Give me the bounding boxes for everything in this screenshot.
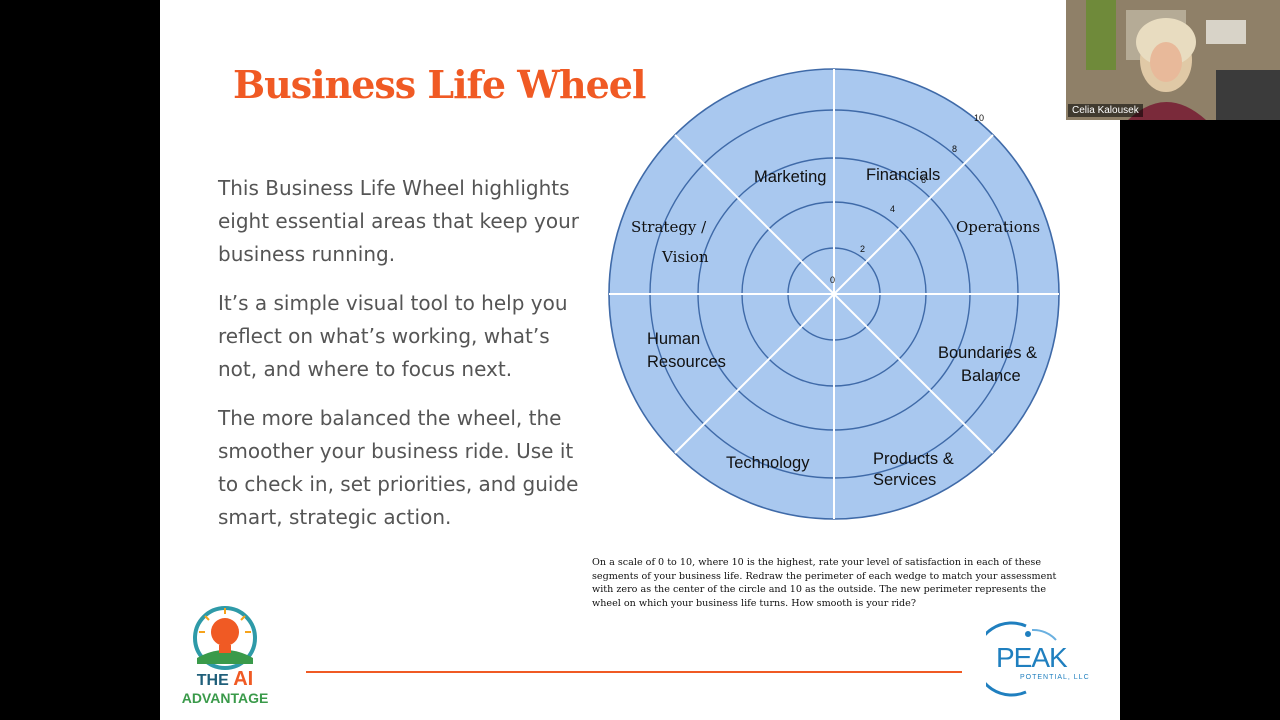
peak-logo-text: PEAK bbox=[996, 642, 1068, 673]
segment-label-boundaries-1: Boundaries & bbox=[938, 344, 1037, 362]
ai-advantage-logo: THE AI ADVANTAGE bbox=[175, 602, 275, 712]
scale-label-4: 4 bbox=[890, 204, 895, 214]
ai-logo-advantage-text: ADVANTAGE bbox=[181, 690, 269, 706]
participant-name-label: Celia Kalousek bbox=[1068, 104, 1143, 117]
segment-label-products-1: Products & bbox=[873, 450, 954, 468]
balance-paragraph: The more balanced the wheel, the smoothe… bbox=[218, 406, 579, 529]
divider-diagonal-2 bbox=[674, 134, 994, 454]
segment-label-strategy-1: Strategy / bbox=[631, 218, 707, 236]
segment-label-strategy-2: Vision bbox=[661, 248, 709, 266]
footer-divider bbox=[306, 671, 962, 673]
segment-label-human-2: Resources bbox=[647, 353, 726, 371]
scale-label-0: 0 bbox=[830, 275, 835, 285]
segment-label-marketing: Marketing bbox=[754, 168, 826, 186]
wheel-instructions: On a scale of 0 to 10, where 10 is the h… bbox=[592, 557, 1057, 609]
lightbulb-icon bbox=[193, 606, 257, 670]
segment-label-technology: Technology bbox=[726, 454, 810, 472]
presentation-slide: Business Life Wheel This Business Life W… bbox=[160, 0, 1120, 720]
ai-logo-the-text: THE bbox=[196, 672, 229, 689]
scale-label-6: 6 bbox=[921, 175, 926, 185]
scale-label-10: 10 bbox=[974, 113, 984, 123]
intro-paragraph: This Business Life Wheel highlights eigh… bbox=[218, 176, 579, 266]
segment-label-operations: Operations bbox=[956, 218, 1040, 236]
purpose-paragraph: It’s a simple visual tool to help you re… bbox=[218, 291, 568, 381]
business-life-wheel: Marketing Financials Operations Boundari… bbox=[608, 68, 1060, 520]
peak-potential-logo: PEAK POTENTIAL, LLC bbox=[986, 620, 1090, 698]
segment-label-financials: Financials bbox=[866, 166, 940, 184]
peak-swoosh-icon bbox=[986, 621, 1057, 697]
segment-label-products-2: Services bbox=[873, 471, 936, 489]
segment-label-boundaries-2: Balance bbox=[961, 367, 1021, 385]
scale-label-2: 2 bbox=[860, 244, 865, 254]
participant-video-feed bbox=[1066, 0, 1280, 120]
ai-logo-ai-text: AI bbox=[233, 668, 254, 690]
slide-title: Business Life Wheel bbox=[233, 62, 646, 107]
participant-video-tile[interactable]: Celia Kalousek bbox=[1066, 0, 1280, 120]
scale-label-8: 8 bbox=[952, 144, 957, 154]
peak-logo-subtext: POTENTIAL, LLC bbox=[1020, 674, 1090, 681]
segment-label-human-1: Human bbox=[647, 330, 700, 348]
